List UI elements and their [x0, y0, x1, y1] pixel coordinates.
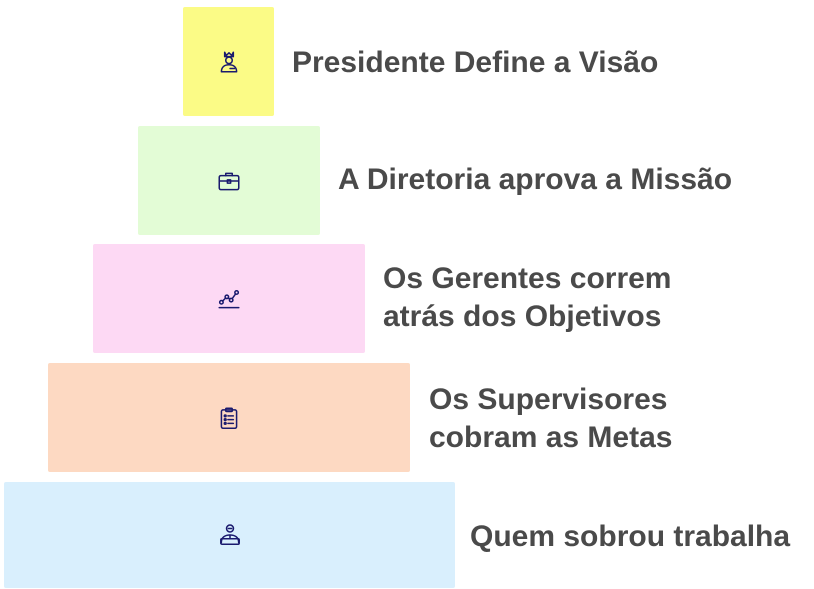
worker-person-icon — [217, 522, 243, 548]
pyramid-level-2 — [138, 126, 320, 235]
pyramid-level-4-label: Os Supervisores cobram as Metas — [429, 381, 672, 457]
label-line: Presidente Define a Visão — [292, 46, 659, 79]
label-line: A Diretoria aprova a Missão — [338, 163, 733, 196]
pyramid-level-3-label: Os Gerentes correm atrás dos Objetivos — [383, 260, 671, 336]
pyramid-level-1-label: Presidente Define a Visão — [292, 44, 658, 82]
label-line: Os Supervisores — [429, 383, 668, 416]
clipboard-list-icon — [216, 405, 242, 431]
pyramid-level-4 — [48, 363, 410, 472]
pyramid-level-3 — [93, 244, 365, 353]
king-person-icon — [216, 49, 242, 75]
pyramid-level-5 — [4, 482, 455, 588]
briefcase-icon — [216, 168, 242, 194]
label-line: Quem sobrou trabalha — [470, 520, 791, 553]
label-line: cobram as Metas — [429, 421, 673, 454]
pyramid-level-1 — [183, 7, 274, 116]
label-line: Os Gerentes correm — [383, 262, 672, 295]
pyramid-level-5-label: Quem sobrou trabalha — [470, 518, 790, 556]
trend-chart-icon — [216, 286, 242, 312]
label-line: atrás dos Objetivos — [383, 300, 662, 333]
pyramid-level-2-label: A Diretoria aprova a Missão — [338, 161, 732, 199]
